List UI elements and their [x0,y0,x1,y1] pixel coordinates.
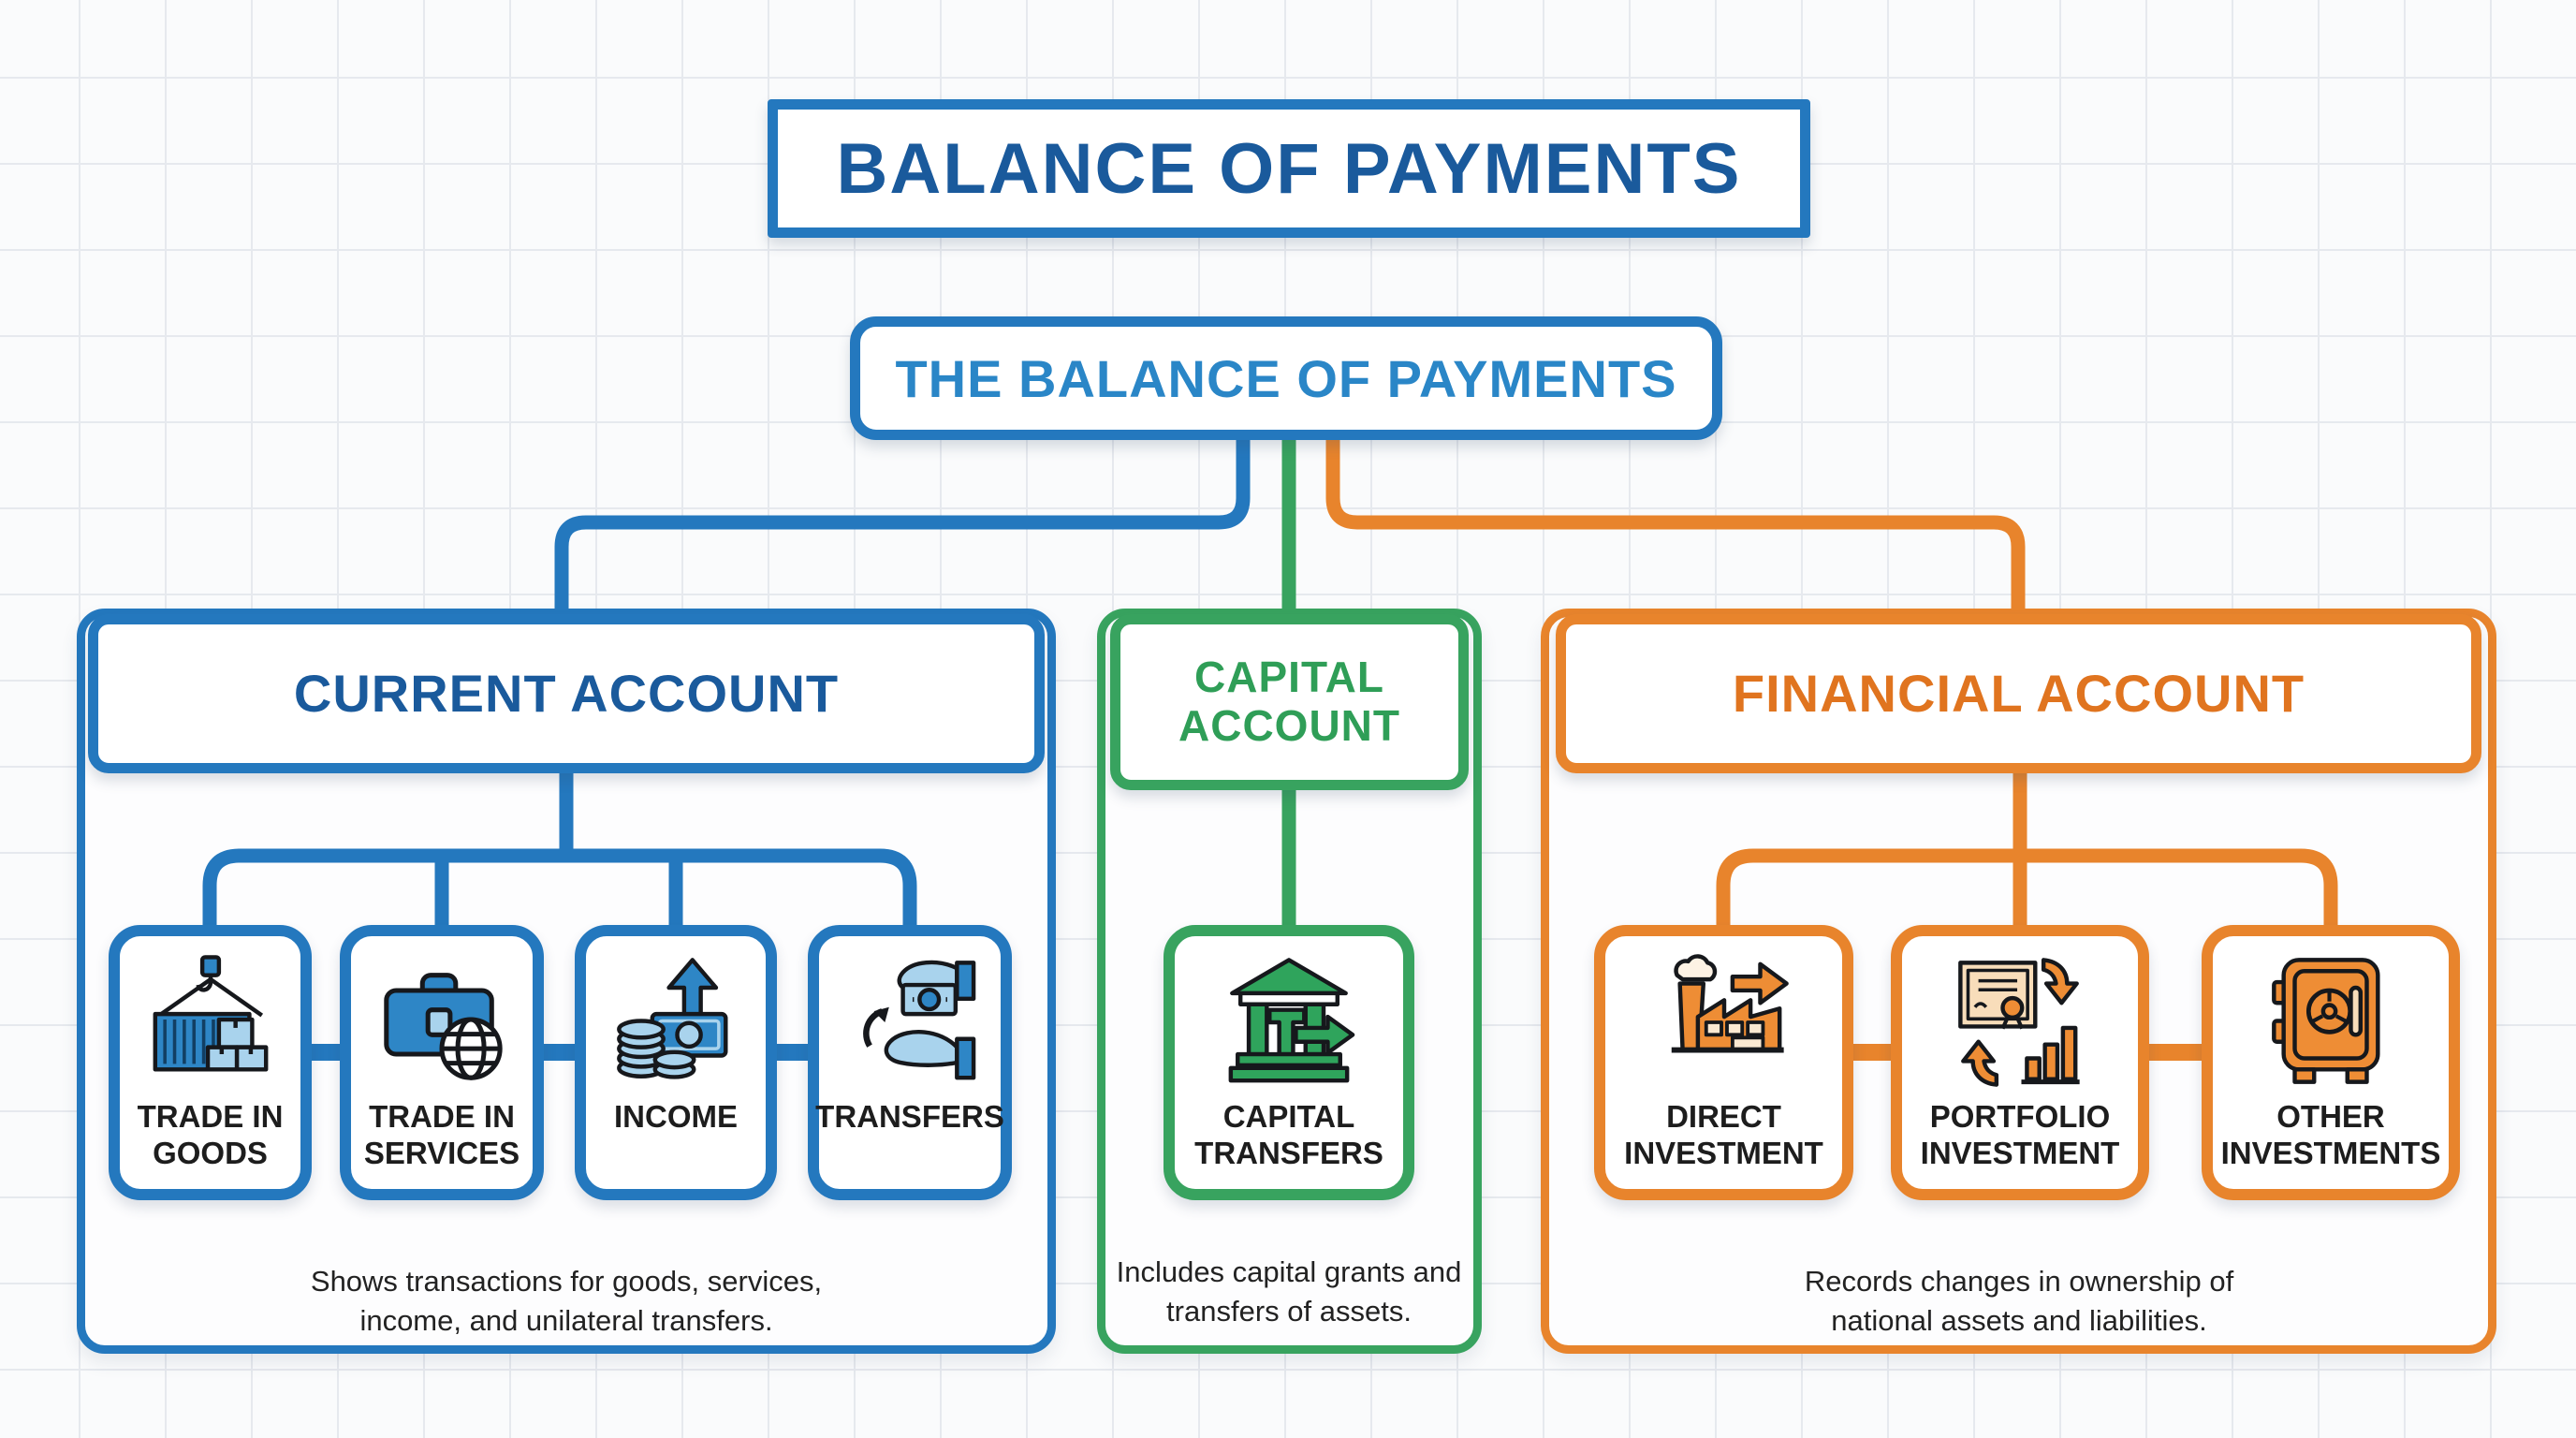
node-label: TRANSFERS [815,1099,1004,1134]
node-capital-transfers: CAPITAL TRANSFERS [1164,925,1414,1200]
money-stack-arrow-icon [617,958,728,1079]
node-label: CAPITAL TRANSFERS [1194,1099,1383,1170]
certificate-chart-icon [1958,958,2080,1087]
page-title: BALANCE OF PAYMENTS [768,99,1810,238]
current-account-description: Shows transactions for goods, services, … [310,1265,823,1337]
financial-account-description: Records changes in ownership of national… [1804,1265,2234,1337]
node-label: PORTFOLIO INVESTMENT [1920,1099,2120,1170]
node-portfolio-investment: PORTFOLIO INVESTMENT [1891,925,2149,1200]
node-label: OTHER INVESTMENTS [2220,1099,2441,1170]
page-title-text: BALANCE OF PAYMENTS [836,128,1742,209]
bank-transfer-icon [1228,958,1355,1083]
hands-exchange-icon [863,960,976,1080]
capital-account-description: Includes capital grants and transfers of… [1116,1255,1462,1328]
node-income: INCOME [575,925,777,1200]
capital-account-header: CAPITAL ACCOUNT [1110,614,1469,790]
vault-safe-icon [2272,958,2380,1084]
node-label: INCOME [614,1099,738,1134]
node-transfers: TRANSFERS [808,925,1012,1200]
factory-export-icon [1671,954,1789,1053]
financial-account-title: FINANCIAL ACCOUNT [1732,663,2305,723]
node-label: DIRECT INVESTMENT [1624,1099,1823,1170]
node-direct-investment: DIRECT INVESTMENT [1594,925,1853,1200]
capital-account-title: CAPITAL ACCOUNT [1178,653,1400,750]
node-trade-in-goods: TRADE IN GOODS [109,925,312,1200]
root-node: THE BALANCE OF PAYMENTS [850,316,1722,440]
node-label: TRADE IN GOODS [137,1099,284,1170]
financial-account-header: FINANCIAL ACCOUNT [1556,614,2481,773]
current-account-title: CURRENT ACCOUNT [293,663,840,723]
node-other-investments: OTHER INVESTMENTS [2202,925,2460,1200]
node-label: TRADE IN SERVICES [363,1099,520,1170]
container-crane-icon [153,955,268,1072]
root-node-label: THE BALANCE OF PAYMENTS [895,348,1677,408]
node-trade-in-services: TRADE IN SERVICES [340,925,544,1200]
briefcase-globe-icon [384,973,503,1080]
current-account-header: CURRENT ACCOUNT [88,614,1045,773]
